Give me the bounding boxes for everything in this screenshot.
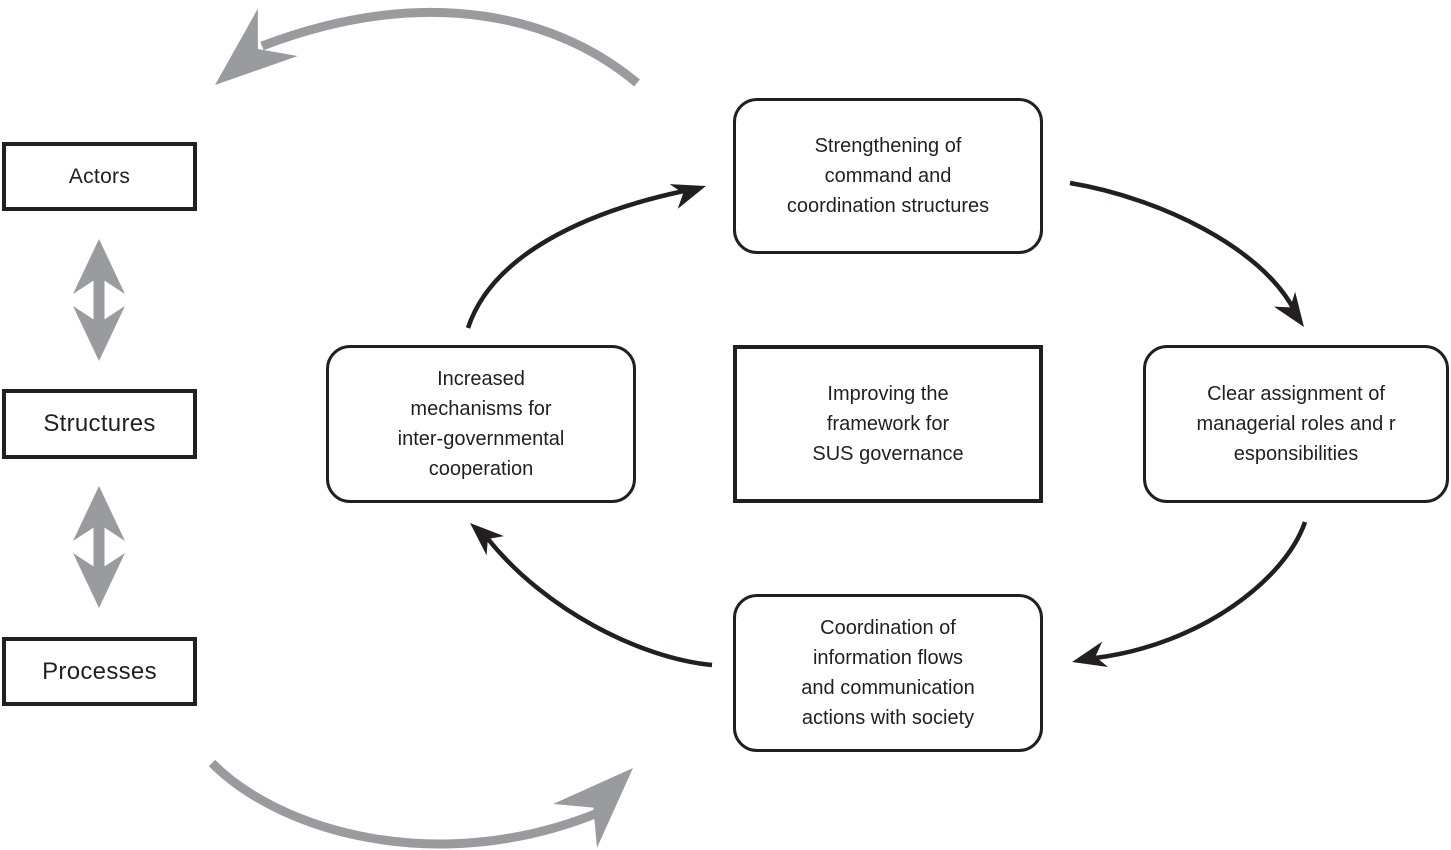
node-strengthening-command: Strengthening of command and coordinatio… — [733, 98, 1043, 254]
node-actors: Actors — [2, 142, 197, 211]
node-structures-label: Structures — [43, 410, 156, 437]
edge-top-to-right-curve — [1069, 180, 1296, 312]
edge-left-to-top-curve — [465, 188, 685, 329]
node-strengthening-command-label: Strengthening of command and coordinatio… — [786, 135, 990, 217]
edge-left-to-top-arrow — [465, 173, 711, 329]
node-coordination-information: Coordination of information flows and co… — [733, 594, 1043, 752]
edge-top-to-right-arrowhead-icon — [1273, 291, 1315, 335]
outer-arc-top-curve — [260, 7, 640, 87]
node-processes-label: Processes — [42, 657, 157, 685]
edge-right-to-bottom-arrow — [1069, 521, 1308, 675]
node-processes: Processes — [2, 637, 197, 706]
double-arrow-actors-structures-icon — [73, 239, 125, 361]
outer-arc-bottom-arrowhead-icon — [553, 746, 655, 848]
node-improving-framework: Improving the framework for SUS governan… — [733, 345, 1043, 503]
outer-arc-bottom-arrow — [208, 746, 655, 849]
edge-bottom-to-left-curve — [486, 537, 713, 668]
node-increased-mechanisms: Increased mechanisms for inter-governmen… — [326, 345, 636, 503]
outer-arc-bottom-curve — [208, 759, 602, 849]
node-increased-mechanisms-label: Increased mechanisms for inter-governmen… — [397, 368, 565, 480]
edge-top-to-right-arrow — [1069, 180, 1315, 335]
node-clear-assignment: Clear assignment of managerial roles and… — [1143, 345, 1449, 503]
edge-right-to-bottom-curve — [1094, 521, 1308, 661]
node-clear-assignment-label: Clear assignment of managerial roles and… — [1196, 383, 1396, 465]
node-structures: Structures — [2, 389, 197, 459]
node-actors-label: Actors — [68, 164, 131, 188]
outer-arc-top-arrow — [195, 7, 640, 109]
node-improving-framework-label: Improving the framework for SUS governan… — [812, 383, 964, 465]
node-coordination-information-label: Coordination of information flows and co… — [801, 617, 975, 729]
outer-arc-top-arrowhead-icon — [195, 8, 298, 109]
edge-bottom-to-left-arrow — [461, 513, 713, 668]
double-arrow-structures-processes-icon — [73, 486, 125, 608]
